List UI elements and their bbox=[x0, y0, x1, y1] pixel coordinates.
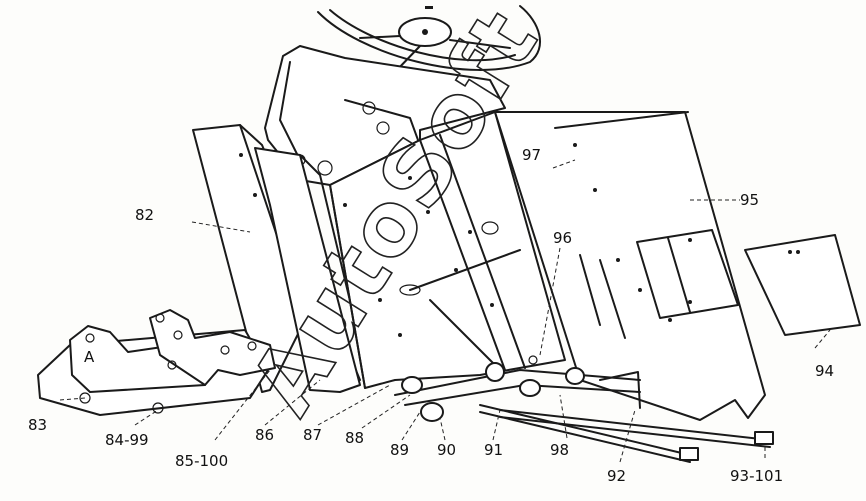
callout-91: 91 bbox=[484, 441, 503, 459]
callout-94: 94 bbox=[815, 362, 834, 380]
central-column-frame bbox=[329, 111, 566, 389]
callout-83: 83 bbox=[28, 416, 47, 434]
callout-85-100: 85-100 bbox=[175, 452, 228, 470]
callout-97: 97 bbox=[522, 146, 541, 164]
callout-82: 82 bbox=[135, 206, 154, 224]
panel-94 bbox=[744, 234, 861, 336]
callout-93-101: 93-101 bbox=[730, 467, 783, 485]
callout-87: 87 bbox=[303, 426, 322, 444]
lower-shaft-assembly bbox=[394, 355, 774, 463]
steering-column-housing bbox=[264, 45, 506, 186]
leader-lines bbox=[59, 159, 831, 463]
callout-96: 96 bbox=[553, 229, 572, 247]
callout-95: 95 bbox=[740, 191, 759, 209]
callout-86: 86 bbox=[255, 426, 274, 444]
right-cover-panel bbox=[494, 111, 766, 421]
callout-89: 89 bbox=[390, 441, 409, 459]
callout-92: 92 bbox=[607, 467, 626, 485]
bracket-mark-a: A bbox=[84, 348, 95, 366]
linkage-rod bbox=[409, 249, 521, 371]
callout-84-99: 84-99 bbox=[105, 431, 149, 449]
inner-plate bbox=[636, 229, 739, 319]
callout-98: 98 bbox=[550, 441, 569, 459]
bracket-83 bbox=[37, 309, 276, 416]
callout-88: 88 bbox=[345, 429, 364, 447]
callout-90: 90 bbox=[437, 441, 456, 459]
